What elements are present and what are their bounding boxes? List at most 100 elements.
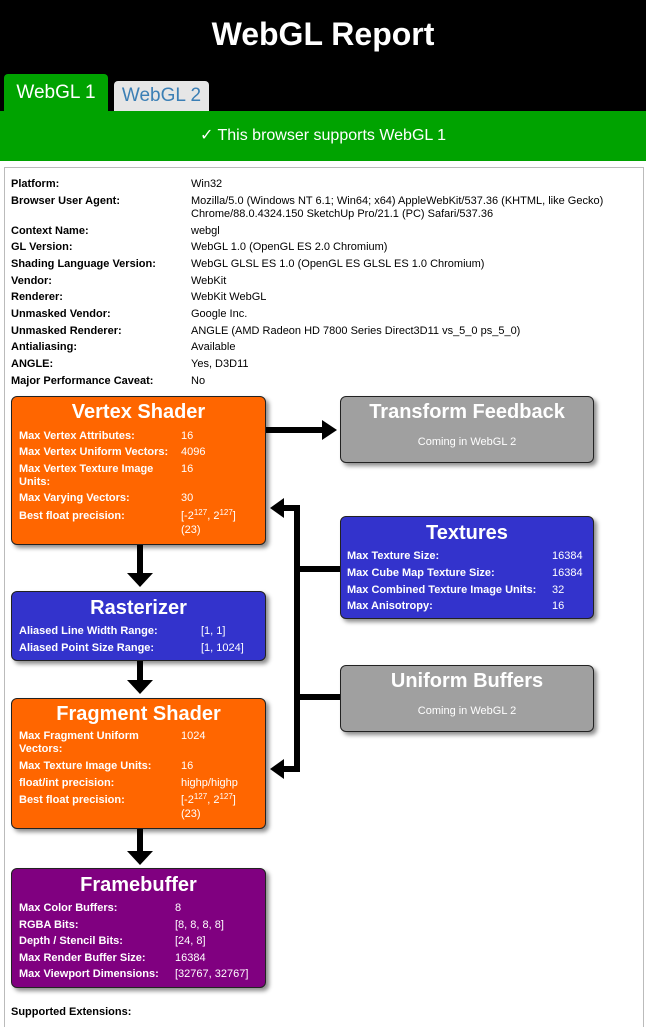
param-value: [-2127, 2127]: [181, 508, 236, 523]
param-value: 1024: [181, 730, 206, 742]
info-value: WebGL GLSL ES 1.0 (OpenGL ES GLSL ES 1.0…: [191, 258, 485, 270]
param-value: 16384: [552, 567, 583, 579]
coming-soon-note: Coming in WebGL 2: [417, 436, 517, 448]
info-key: Browser User Agent:: [11, 195, 121, 207]
supported-extensions-label: Supported Extensions:: [11, 1006, 132, 1018]
param-value: (23): [181, 524, 201, 536]
report-panel: [4, 167, 644, 1027]
arrow-icon: [300, 566, 341, 572]
arrow-icon: [127, 680, 153, 694]
param-value: 32: [552, 584, 565, 596]
arrow-icon: [137, 545, 143, 575]
textures-title: Textures: [426, 522, 508, 544]
vertex-shader-box: Vertex Shader Max Vertex Attributes: 16 …: [11, 396, 266, 545]
info-value: Mozilla/5.0 (Windows NT 6.1; Win64; x64)…: [191, 195, 604, 220]
param-value: 4096: [181, 446, 206, 458]
info-value: ANGLE (AMD Radeon HD 7800 Series Direct3…: [191, 325, 521, 337]
param-value: highp/highp: [181, 777, 238, 789]
info-value: Google Inc.: [191, 308, 248, 320]
vertex-shader-title: Vertex Shader: [71, 401, 206, 423]
info-value: WebKit WebGL: [191, 291, 267, 303]
param-label: Max Varying Vectors:: [19, 492, 130, 504]
arrow-icon: [127, 573, 153, 587]
param-value: [8, 8, 8, 8]: [175, 919, 224, 931]
param-label: Units:: [19, 476, 51, 488]
info-key: Antialiasing:: [11, 341, 78, 353]
transform-feedback-box: Transform Feedback Coming in WebGL 2: [340, 396, 594, 463]
param-label: Depth / Stencil Bits:: [19, 935, 123, 947]
param-value: [1, 1024]: [201, 642, 244, 654]
info-key: Unmasked Vendor:: [11, 308, 111, 320]
param-label: Best float precision:: [19, 510, 125, 522]
arrow-icon: [283, 505, 300, 511]
param-label: Aliased Point Size Range:: [19, 642, 155, 654]
info-value: Yes, D3D11: [191, 358, 249, 370]
uniform-buffers-box: Uniform Buffers Coming in WebGL 2: [340, 665, 594, 732]
info-key: Major Performance Caveat:: [11, 375, 154, 387]
param-label: Max Vertex Uniform Vectors:: [19, 446, 169, 458]
param-value: [32767, 32767]: [175, 968, 249, 980]
param-label: Max Combined Texture Image Units:: [347, 584, 537, 596]
framebuffer-title: Framebuffer: [80, 874, 197, 896]
param-label: Max Vertex Texture Image: [19, 463, 154, 475]
rasterizer-box: Rasterizer Aliased Line Width Range: [1,…: [11, 591, 266, 661]
param-label: Max Vertex Attributes:: [19, 430, 135, 442]
uniform-buffers-title: Uniform Buffers: [390, 670, 544, 692]
param-value: 16384: [552, 550, 583, 562]
fragment-shader-box: Fragment Shader Max Fragment Uniform Vec…: [11, 698, 266, 829]
info-key: Vendor:: [11, 275, 52, 287]
arrow-icon: [322, 420, 337, 440]
arrow-icon: [283, 766, 300, 772]
info-value: No: [191, 375, 206, 387]
param-label: Best float precision:: [19, 794, 125, 806]
info-value: WebKit: [191, 275, 227, 287]
param-label: Vectors:: [19, 743, 63, 755]
arrow-icon: [300, 694, 341, 700]
coming-soon-note: Coming in WebGL 2: [417, 705, 517, 717]
param-value: 16: [552, 600, 565, 612]
param-value: 16384: [175, 952, 206, 964]
info-key: Renderer:: [11, 291, 63, 303]
tab-webgl-1[interactable]: WebGL 1: [4, 74, 108, 111]
param-label: float/int precision:: [19, 777, 115, 789]
param-value: [1, 1]: [201, 625, 226, 637]
info-key: Context Name:: [11, 225, 89, 237]
param-label: RGBA Bits:: [19, 919, 79, 931]
info-value: Available: [191, 341, 236, 353]
arrow-icon: [294, 505, 300, 772]
textures-box: Textures Max Texture Size: 16384 Max Cub…: [340, 516, 594, 619]
param-label: Aliased Line Width Range:: [19, 625, 158, 637]
info-key: Platform:: [11, 178, 60, 190]
arrow-icon: [270, 498, 284, 518]
param-value: 16: [181, 430, 194, 442]
info-key: ANGLE:: [11, 358, 54, 370]
param-label: Max Viewport Dimensions:: [19, 968, 159, 980]
param-value: [-2127, 2127]: [181, 792, 236, 807]
fragment-shader-title: Fragment Shader: [56, 703, 221, 725]
page-title: WebGL Report: [211, 16, 435, 52]
info-key: GL Version:: [11, 241, 73, 253]
transform-feedback-title: Transform Feedback: [369, 401, 565, 423]
param-label: Max Color Buffers:: [19, 902, 118, 914]
param-value: [24, 8]: [175, 935, 206, 947]
param-value: 8: [175, 902, 182, 914]
info-value: Win32: [191, 178, 223, 190]
rasterizer-title: Rasterizer: [90, 597, 187, 619]
param-label: Max Cube Map Texture Size:: [347, 567, 495, 579]
arrow-icon: [127, 851, 153, 865]
arrow-icon: [137, 829, 143, 853]
arrow-icon: [270, 759, 284, 779]
arrow-icon: [137, 661, 143, 683]
param-value: 30: [181, 492, 194, 504]
info-key: Shading Language Version:: [11, 258, 156, 270]
param-label: Max Texture Size:: [347, 550, 440, 562]
param-label: Max Fragment Uniform: [19, 730, 139, 742]
tab-webgl-2[interactable]: WebGL 2: [114, 81, 209, 111]
info-value: webgl: [191, 225, 220, 237]
support-banner: ✓ This browser supports WebGL 1: [0, 111, 646, 161]
info-key: Unmasked Renderer:: [11, 325, 122, 337]
param-label: Max Texture Image Units:: [19, 760, 152, 772]
param-label: Max Anisotropy:: [347, 600, 433, 612]
arrow-icon: [265, 427, 323, 433]
